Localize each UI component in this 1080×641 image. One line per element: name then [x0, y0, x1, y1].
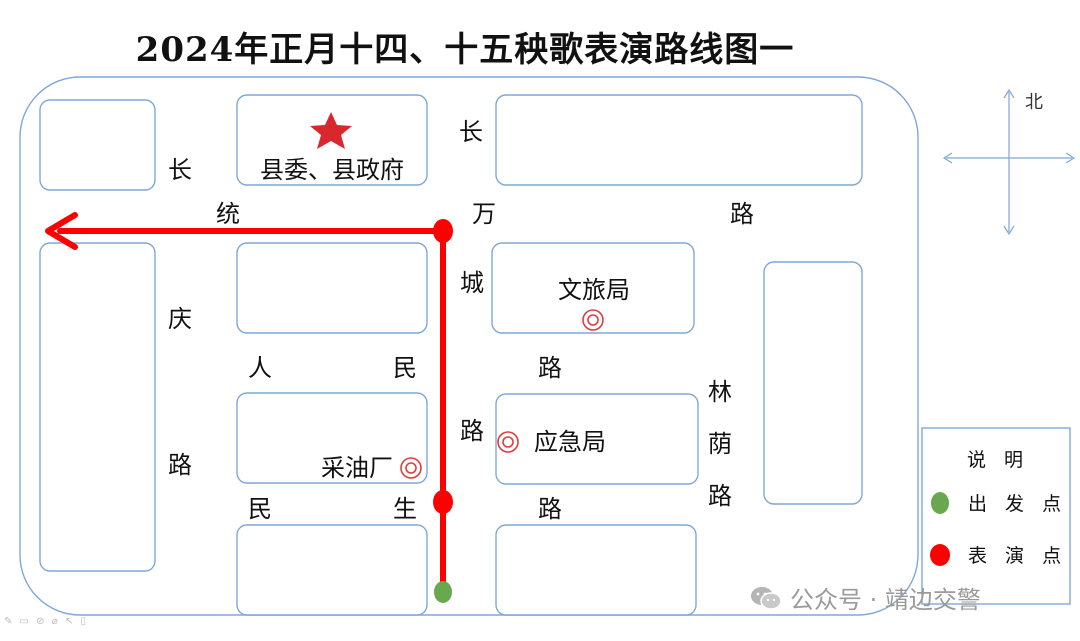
legend-start-icon — [931, 492, 949, 514]
compass: 北 — [942, 88, 1076, 236]
performance-marker-oil-plant — [400, 457, 422, 479]
legend-start-label: 出 发 点 — [968, 493, 1067, 515]
performance-marker-culture — [582, 309, 604, 331]
block-northeast — [495, 94, 863, 186]
block-culture — [491, 242, 695, 334]
road-cheng-char-2: 路 — [460, 417, 484, 445]
watermark: 公众号 · 靖边交警 — [750, 580, 981, 615]
block-oil-plant — [236, 392, 428, 484]
block-northwest — [39, 99, 156, 191]
route-arrow-icon — [45, 212, 78, 250]
map-title: 2024年正月十四、十五秧歌表演路线图一 — [135, 30, 795, 70]
road-qing-char-1: 庆 — [168, 305, 192, 333]
legend-title: 说 明 — [967, 449, 1029, 471]
road-cheng-char-1: 城 — [460, 269, 484, 297]
block-west — [39, 242, 156, 572]
performance-route — [45, 212, 446, 595]
legend: 说 明 出 发 点 表 演 点 — [921, 427, 1071, 605]
block-emergency — [495, 393, 699, 485]
road-changtong-char-2: 统 — [216, 200, 240, 228]
road-changwan-char-1: 长 — [459, 118, 483, 146]
road-renmin-char-3: 路 — [538, 354, 562, 382]
block-east — [763, 261, 863, 505]
performance-point-icon — [433, 490, 453, 514]
map-boundary — [19, 76, 919, 616]
road-changwan-char-2: 万 — [472, 200, 496, 228]
road-changwan-char-3: 路 — [730, 200, 754, 228]
watermark-text: 公众号 · 靖边交警 — [790, 586, 981, 614]
start-point-icon — [434, 581, 452, 603]
block-southwest — [236, 524, 428, 616]
road-qing-char-2: 路 — [168, 451, 192, 479]
road-minsheng-char-3: 路 — [538, 495, 562, 523]
road-linyin-char-3: 路 — [708, 482, 732, 510]
road-renmin-char-1: 人 — [248, 354, 272, 382]
performance-point-icon — [433, 219, 453, 243]
government-star-icon — [310, 112, 352, 149]
label-emergency-bureau: 应急局 — [534, 428, 606, 456]
road-minsheng-char-2: 生 — [393, 495, 417, 523]
compass-north-label: 北 — [1025, 92, 1043, 113]
road-linyin-char-2: 荫 — [708, 430, 732, 458]
legend-performance-icon — [930, 544, 950, 566]
label-oil-plant: 采油厂 — [321, 454, 393, 482]
performance-marker-emergency — [497, 431, 519, 453]
road-linyin-char-1: 林 — [708, 378, 732, 406]
toolbar-icons: ✎ ▭ ⊘ ⌀ ↖ ▯ — [4, 616, 89, 627]
label-culture-bureau: 文旅局 — [558, 276, 630, 304]
block-southeast — [495, 524, 697, 616]
block-center-north — [236, 242, 428, 334]
label-government: 县委、县政府 — [260, 156, 404, 184]
road-renmin-char-2: 民 — [393, 354, 417, 382]
legend-performance-label: 表 演 点 — [968, 545, 1067, 567]
wechat-icon — [751, 586, 782, 610]
road-changtong-char-1: 长 — [168, 156, 192, 184]
road-minsheng-char-1: 民 — [248, 495, 272, 523]
